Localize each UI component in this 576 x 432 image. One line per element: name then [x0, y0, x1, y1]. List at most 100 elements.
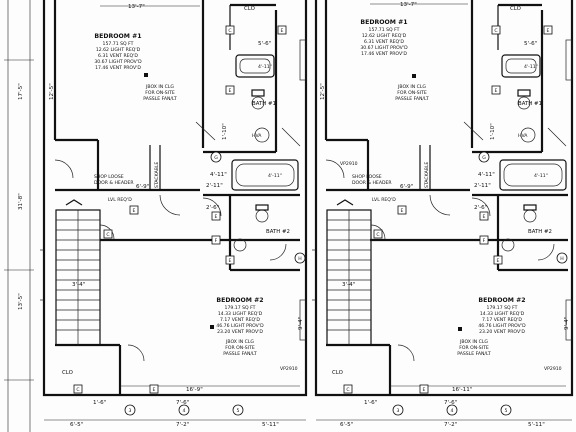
- stackable-label: STACKABLE: [154, 162, 160, 188]
- vp-label: VP2910: [280, 366, 298, 372]
- svg-text:E: E: [229, 88, 232, 94]
- dim-13-7-label: 13'-7": [128, 4, 145, 10]
- dim-2-6-label: 2'-6": [206, 205, 220, 211]
- ref-tag: E: [129, 205, 139, 215]
- unit-left: HVA BEDROOM #1 157.71 SQ FT 12.62 LIGHT …: [40, 0, 308, 428]
- vp-label: VP2910: [544, 366, 562, 372]
- dim-7-2-label: 7'-2": [176, 422, 190, 428]
- ref-tag: E: [419, 384, 429, 394]
- bath2-sink-icon: [501, 238, 515, 252]
- svg-text:5: 5: [505, 408, 508, 414]
- bath1-hva-label: HVA: [252, 133, 262, 139]
- jbox-line-2: FOR ON-SITE: [145, 90, 175, 96]
- dim-5-11-label: 5'-11": [528, 422, 545, 428]
- ref-tag: E: [543, 25, 553, 35]
- bath1-label: BATH #1: [518, 101, 542, 107]
- jbox-line-3: PASSLE FAN/LT: [223, 351, 257, 357]
- svg-text:4: 4: [183, 408, 186, 414]
- dim-13-5-label: 13'-5": [18, 293, 24, 310]
- svg-text:C: C: [228, 28, 231, 34]
- door-swing-icon: [325, 159, 345, 179]
- bedroom2-light-provd: 46.76 LIGHT PROV'D: [478, 323, 526, 329]
- bedroom2-vent-reqd: 7.17 VENT REQ'D: [220, 317, 260, 323]
- bath2-label: BATH #2: [528, 229, 552, 235]
- bath2-label: BATH #2: [266, 229, 290, 235]
- dim-2-11-label: 2'-11": [206, 183, 223, 189]
- svg-text:H: H: [298, 256, 301, 262]
- tub2-dim: 4'-11": [268, 173, 282, 179]
- door-swing-icon: [159, 194, 181, 216]
- svg-text:C: C: [346, 387, 349, 393]
- ceiling-jbox-icon: [210, 325, 214, 329]
- jbox-line-3: PASSLE FAN/LT: [457, 351, 491, 357]
- dim-16-11-label: 16'-11": [452, 387, 473, 393]
- bedroom1-title: BEDROOM #1: [360, 19, 407, 26]
- svg-text:3: 3: [397, 408, 400, 414]
- svg-text:E: E: [215, 214, 218, 220]
- ref-tag: F: [211, 235, 221, 245]
- ref-tag: G: [210, 151, 222, 163]
- ref-tag: C: [373, 229, 383, 239]
- door-swing-icon: [397, 344, 415, 362]
- tub2-dim: 4'-11": [534, 173, 548, 179]
- tub1-dim: 4'-11": [524, 64, 538, 70]
- jbox-line-3: PASSLE FAN/LT: [143, 96, 177, 102]
- ref-tag: C: [343, 384, 353, 394]
- lvl-reqd-label: LVL REQ'D: [372, 197, 396, 203]
- ceiling-jbox-icon: [458, 327, 462, 331]
- svg-text:C: C: [76, 387, 79, 393]
- ref-tag: 5: [500, 404, 512, 416]
- bedroom2-light-reqd: 14.33 LIGHT REQ'D: [480, 311, 525, 317]
- dim-1-6-label: 1'-6": [364, 400, 378, 406]
- closet-bottom-label: CLO: [332, 370, 343, 376]
- door-swing-icon: [537, 243, 555, 261]
- dim-7-6-label: 7'-6": [444, 400, 458, 406]
- svg-text:E: E: [423, 387, 426, 393]
- ref-tag: E: [149, 384, 159, 394]
- dim-4-11-label: 4'-11": [478, 172, 495, 178]
- shop-loose-line-2: DOOR & HEADER: [94, 180, 134, 186]
- ref-tag: C: [103, 229, 113, 239]
- jbox-line-2: FOR ON-SITE: [225, 345, 255, 351]
- ceiling-jbox-icon: [412, 74, 416, 78]
- dim-13-7-label: 13'-7": [400, 2, 417, 8]
- bedroom2-vent-provd: 23.20 VENT PROV'D: [217, 329, 263, 335]
- ref-tag: 4: [446, 404, 458, 416]
- dim-6-5-label: 6'-5": [70, 422, 84, 428]
- svg-text:E: E: [133, 208, 136, 214]
- bedroom1-vent-provd: 17.46 VENT PROV'D: [95, 65, 141, 71]
- closet-bottom-label: CLO: [62, 370, 73, 376]
- jbox-line-3: PASSLE FAN/LT: [395, 96, 429, 102]
- bath1-hva-label: HVA: [518, 133, 528, 139]
- ref-tag: E: [491, 85, 501, 95]
- ref-tag: F: [479, 235, 489, 245]
- tub1-dim: 4'-11": [258, 64, 272, 70]
- bath2-toilet-icon: [255, 209, 269, 223]
- dim-6-9-label: 6'-9": [136, 184, 150, 190]
- dim-2-6-label: 2'-6": [474, 205, 488, 211]
- bedroom1-sqft: 157.71 SQ FT: [369, 27, 400, 33]
- bedroom2-light-reqd: 14.33 LIGHT REQ'D: [218, 311, 263, 317]
- svg-text:E: E: [229, 258, 232, 264]
- ref-tag: 5: [232, 404, 244, 416]
- stair-treads: [55, 199, 101, 346]
- ref-tag: E: [479, 211, 489, 221]
- bedroom1-vent-provd: 17.46 VENT PROV'D: [361, 51, 407, 57]
- svg-text:E: E: [153, 387, 156, 393]
- ref-tag: C: [73, 384, 83, 394]
- bath2-tub-icon: [231, 159, 299, 191]
- dim-12-5-label: 12'-5": [320, 83, 326, 100]
- bedroom1-light-provd: 30.67 LIGHT PROV'D: [94, 59, 142, 65]
- dim-31-8-label: 31'-8": [18, 193, 24, 210]
- bath1-label: BATH #1: [252, 101, 276, 107]
- bedroom1-light-provd: 30.67 LIGHT PROV'D: [360, 45, 408, 51]
- bedroom1-light-reqd: 12.62 LIGHT REQ'D: [362, 33, 407, 39]
- svg-text:F: F: [215, 238, 218, 244]
- dim-1-10-label: 1'-10": [490, 123, 496, 140]
- door-swing-icon: [127, 344, 145, 362]
- jbox-line-1: JBOX IN CLG: [459, 339, 488, 345]
- bedroom1-light-reqd: 12.62 LIGHT REQ'D: [96, 47, 141, 53]
- door-swing-icon: [471, 197, 491, 217]
- dim-3-4-label: 3'-4": [342, 282, 356, 288]
- dim-5-11-label: 5'-11": [262, 422, 279, 428]
